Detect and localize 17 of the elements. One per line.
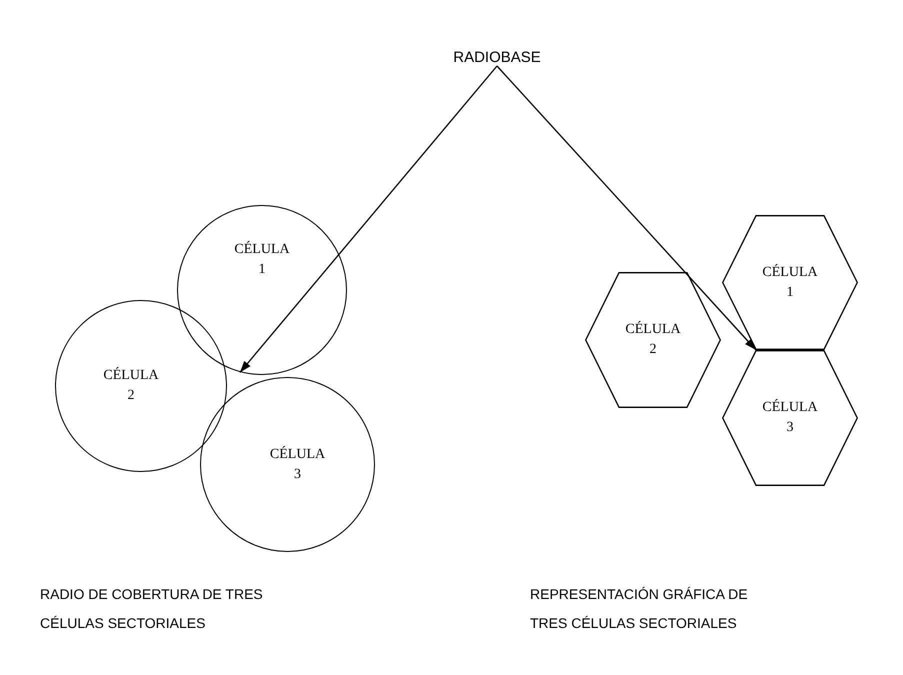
- cell-label: CÉLULA 2: [102, 366, 160, 405]
- cell-label: CÉLULA 2: [624, 320, 682, 359]
- coverage-circle: [200, 377, 375, 552]
- caption-text: RADIO DE COBERTURA DE TRES CÉLULAS SECTORIALES: [40, 585, 264, 633]
- cell-label: CÉLULA 1: [233, 240, 291, 279]
- caption-text: REPRESENTACIÓN GRÁFICA DE TRES CÉLULAS SECTORIALES: [530, 585, 749, 633]
- cell-label: CÉLULA 3: [761, 398, 819, 437]
- coverage-circle: [55, 300, 227, 472]
- station-label: RADIOBASE: [447, 48, 547, 66]
- coverage-circle: [177, 205, 347, 375]
- arrow: [239, 66, 498, 373]
- hexagon-cell: [722, 350, 858, 486]
- cell-label: CÉLULA 3: [268, 445, 326, 484]
- hexagon-cell: [585, 272, 721, 408]
- hexagon-cell: [722, 215, 858, 350]
- arrow: [496, 66, 756, 350]
- cell-label: CÉLULA 1: [761, 263, 819, 302]
